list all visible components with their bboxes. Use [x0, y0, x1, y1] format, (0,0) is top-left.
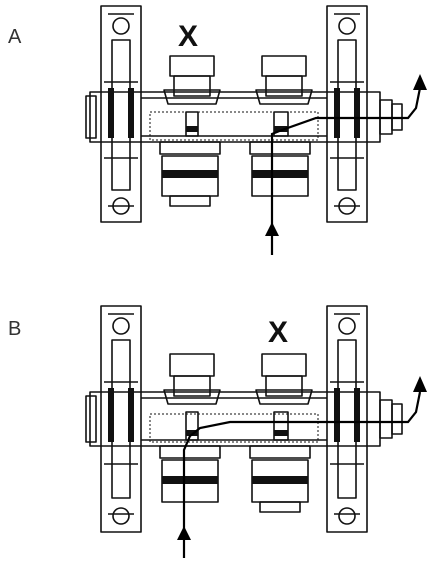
figure-label: A [8, 26, 22, 48]
figure-b: B X [0, 300, 428, 580]
figure-label: B [8, 318, 22, 340]
figure-a: A X [0, 0, 428, 280]
closed-valve-marker: X [268, 316, 289, 349]
manifold-drawing-b [85, 305, 427, 558]
manifold-drawing-a [85, 5, 427, 255]
closed-valve-marker: X [178, 20, 199, 53]
